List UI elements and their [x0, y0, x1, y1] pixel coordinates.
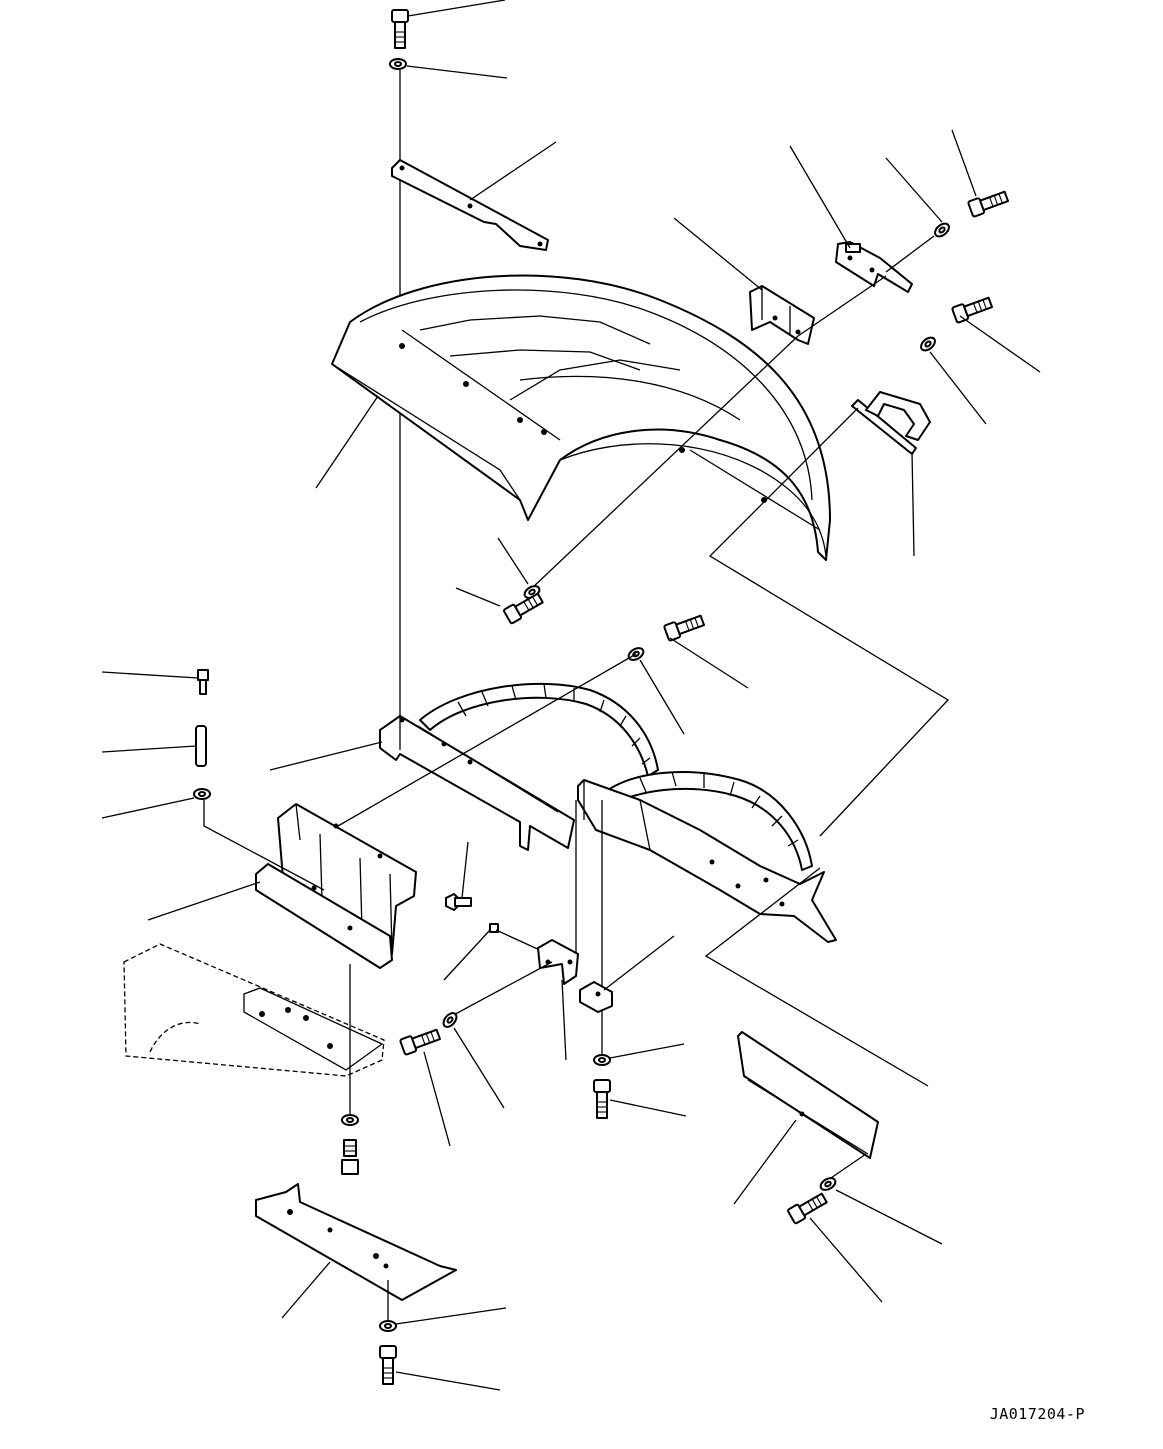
bracket-frame-left: [255, 803, 417, 969]
nut-center: [489, 923, 499, 933]
bolt-bottom: [379, 1345, 397, 1385]
bolt-top: [391, 9, 409, 49]
latch-plate: [835, 241, 913, 293]
bolt-left-small: [197, 669, 209, 695]
handle-grip: [851, 391, 931, 455]
fender-panel-side: [577, 779, 837, 943]
spring-lower-left: [341, 1139, 359, 1175]
washer-handle: [917, 334, 939, 354]
bolt-mud-flap: [786, 1190, 830, 1225]
washer-left: [193, 788, 211, 800]
frame-stub: [123, 943, 385, 1077]
crossbeam: [379, 715, 575, 851]
bolt-vertical-center: [445, 893, 472, 911]
bracket-upper-right: [749, 285, 815, 345]
washer-bottom: [379, 1320, 397, 1332]
washer-top: [389, 58, 407, 70]
washer-lower-left: [341, 1114, 359, 1126]
washer-upper-right: [931, 220, 953, 240]
drawing-reference-code: JA017204-P: [989, 1405, 1085, 1423]
bolt-right-lower: [593, 1079, 611, 1119]
bolt-center-lower: [398, 1025, 443, 1056]
washer-mud-flap: [817, 1174, 839, 1194]
hinge-clip: [537, 939, 579, 985]
bolt-tube-right: [662, 611, 707, 642]
skid-plate-bottom: [255, 1183, 457, 1301]
mounting-plate-top: [391, 159, 549, 251]
pin-left: [195, 725, 207, 767]
bolt-handle: [950, 293, 995, 324]
clamp-block: [579, 981, 613, 1013]
fender-tube-frame: [419, 682, 813, 871]
bolt-center: [502, 590, 546, 625]
fender-cover: [331, 274, 831, 561]
bolt-upper-right: [966, 187, 1011, 218]
mud-flap: [737, 1031, 879, 1159]
washer-right-lower: [593, 1054, 611, 1066]
